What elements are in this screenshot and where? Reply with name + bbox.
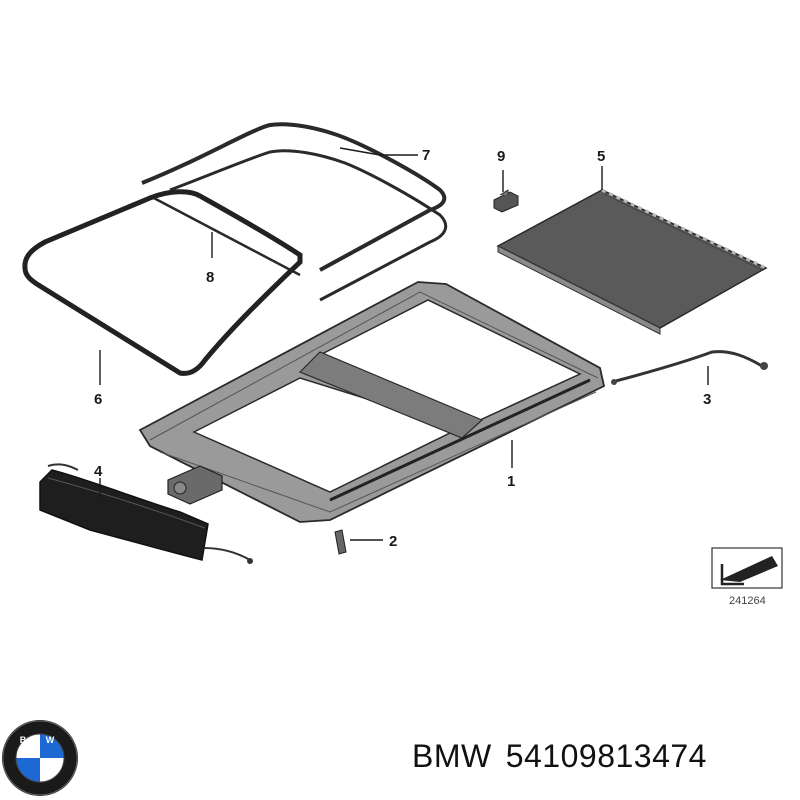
callout-2: 2 bbox=[389, 533, 397, 550]
part-2-bracket bbox=[334, 529, 347, 555]
callout-5: 5 bbox=[597, 148, 605, 165]
callout-1: 1 bbox=[507, 473, 515, 490]
part-9-clip bbox=[493, 189, 519, 213]
bmw-logo: BMW bbox=[2, 720, 78, 796]
part-number: 54109813474 bbox=[505, 738, 707, 774]
part-8-seal bbox=[149, 149, 448, 302]
callout-labels: 1 2 3 4 5 6 7 8 9 bbox=[94, 147, 711, 550]
reference-number: 241264 bbox=[729, 595, 766, 607]
callout-7: 7 bbox=[422, 147, 430, 164]
callout-8: 8 bbox=[206, 269, 214, 286]
brand-name: BMW bbox=[412, 738, 492, 774]
part-caption: BMW 54109813474 bbox=[412, 738, 721, 775]
part-1-frame bbox=[138, 281, 606, 523]
leader-lines bbox=[99, 147, 709, 541]
part-7-seal bbox=[141, 122, 447, 272]
part-3-cable bbox=[611, 350, 768, 385]
part-5-sunshade bbox=[496, 188, 768, 335]
part-6-seal bbox=[22, 189, 303, 376]
logo-text: BMW bbox=[20, 735, 61, 745]
callout-6: 6 bbox=[94, 391, 102, 408]
callout-9: 9 bbox=[497, 148, 505, 165]
callout-3: 3 bbox=[703, 391, 711, 408]
callout-4: 4 bbox=[94, 463, 103, 480]
part-4-deflector bbox=[39, 463, 253, 564]
reference-box: 241264 bbox=[711, 547, 783, 607]
